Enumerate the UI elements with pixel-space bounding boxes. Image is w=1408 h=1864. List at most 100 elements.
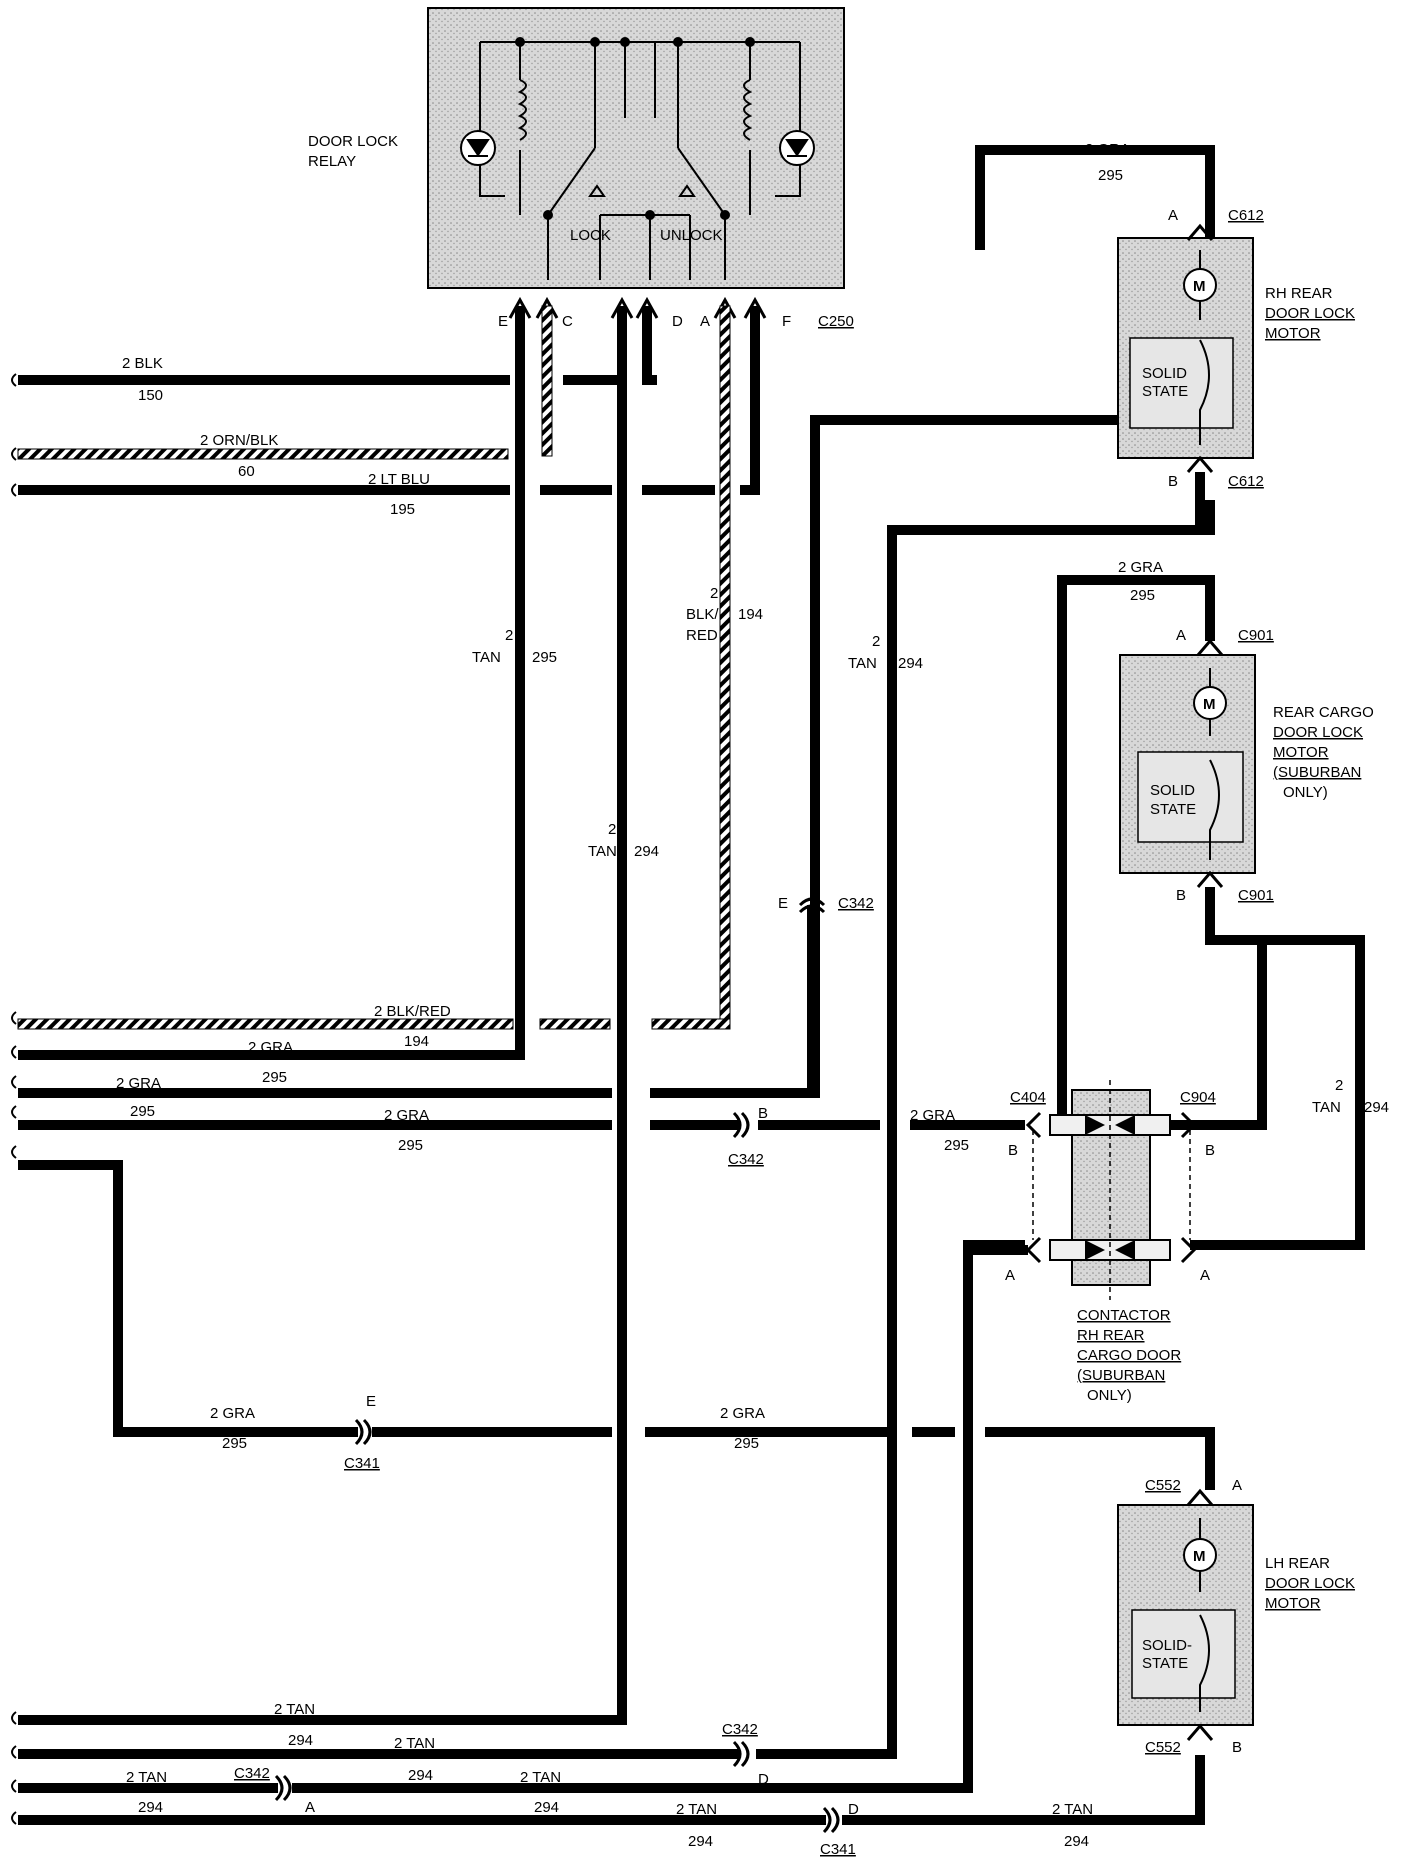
wire-tan-294-row2 — [18, 500, 1215, 1759]
contactor-title-5: ONLY) — [1087, 1387, 1132, 1404]
relay-contacts — [594, 42, 679, 148]
rear-cargo-connector-top: C901 — [1238, 627, 1274, 644]
contactor-left-a: A — [1005, 1267, 1015, 1284]
relay-switch-arms — [547, 147, 726, 216]
c342-e-pin: E — [778, 895, 788, 912]
rh-rear-title-3: MOTOR — [1265, 325, 1321, 342]
relay-box — [427, 7, 845, 289]
svg-text:294: 294 — [1064, 1833, 1089, 1850]
label-v-blk-red-194: 2 — [710, 585, 718, 602]
relay-pin-a: A — [700, 313, 710, 330]
svg-text:295: 295 — [734, 1435, 759, 1452]
label-tan-294-row4-mid: 2 TAN — [676, 1801, 717, 1818]
relay-coil-left — [517, 79, 527, 141]
svg-text:295: 295 — [130, 1103, 155, 1120]
c342-d-name: C342 — [722, 1721, 758, 1738]
relay-lock-label: LOCK — [570, 227, 611, 244]
c342-e-name: C342 — [838, 895, 874, 912]
rear-cargo-solid-label-1: SOLID — [1150, 782, 1195, 799]
label-cargo-top-gra: 2 GRA — [1118, 559, 1163, 576]
contactor-title-1: CONTACTOR — [1077, 1307, 1171, 1324]
lh-rear-connector-top: C552 — [1145, 1477, 1181, 1494]
rh-rear-title-1: RH REAR — [1265, 285, 1333, 302]
relay-pin-d: D — [672, 313, 683, 330]
rh-rear-connector-top: C612 — [1228, 207, 1264, 224]
wire-gra-295-row2 — [18, 145, 1215, 1098]
connector-c341-d-icon — [822, 1806, 840, 1834]
label-h-gra-295-1: 2 GRA — [248, 1039, 293, 1056]
label-orn-blk-60: 2 ORN/BLK — [200, 432, 278, 449]
svg-text:195: 195 — [390, 501, 415, 518]
relay-title-2: RELAY — [308, 153, 356, 170]
svg-text:295: 295 — [1098, 167, 1123, 184]
contactor-right-connector: C904 — [1180, 1089, 1216, 1106]
c341-e-name: C341 — [344, 1455, 380, 1472]
svg-text:294: 294 — [898, 655, 923, 672]
c341-d-name: C341 — [820, 1841, 856, 1858]
rh-rear-solid-label-2: STATE — [1142, 383, 1188, 400]
contactor-title-4: (SUBURBAN — [1077, 1367, 1165, 1384]
svg-text:295: 295 — [1130, 587, 1155, 604]
lh-rear-solid-label-1: SOLID- — [1142, 1637, 1192, 1654]
label-v-tan-294-b: 2 — [872, 633, 880, 650]
contactor-title-3: CARGO DOOR — [1077, 1347, 1181, 1364]
svg-text:295: 295 — [532, 649, 557, 666]
svg-text:194: 194 — [738, 606, 763, 623]
rear-cargo-solid-label-2: STATE — [1150, 801, 1196, 818]
rh-rear-pin-b: B — [1168, 473, 1178, 490]
label-tan-294-row3-mid: 2 TAN — [520, 1769, 561, 1786]
c342-a-pin: A — [305, 1799, 315, 1816]
lh-rear-door-lock-motor: M SOLID- STATE LH REAR DOOR LOCK MOTOR C… — [1117, 1477, 1355, 1756]
wire-gra-295-lower — [372, 1427, 1215, 1490]
svg-text:TAN: TAN — [1312, 1099, 1341, 1116]
svg-text:294: 294 — [688, 1833, 713, 1850]
label-tan-294-row3-left: 2 TAN — [126, 1769, 167, 1786]
contactor-left-b: B — [1008, 1142, 1018, 1159]
wire-orn-blk-vertical — [541, 305, 553, 457]
label-v-tan-294-a: 2 — [608, 821, 616, 838]
rear-cargo-connector-bottom: C901 — [1238, 887, 1274, 904]
svg-text:TAN: TAN — [588, 843, 617, 860]
inline-connectors — [274, 897, 840, 1834]
wire-tan-294-row4 — [18, 1755, 1205, 1825]
rh-rear-door-lock-motor: M SOLID STATE RH REAR DOOR LOCK MOTOR A … — [1117, 207, 1355, 490]
label-tan-294-row4-right: 2 TAN — [1052, 1801, 1093, 1818]
svg-text:M: M — [1193, 1548, 1206, 1565]
svg-text:TAN: TAN — [848, 655, 877, 672]
lh-rear-solid-label-2: STATE — [1142, 1655, 1188, 1672]
label-h-gra-295-contactor: 2 GRA — [910, 1107, 955, 1124]
connector-labels: E C342 B C342 E C341 C342 D C342 A D C34… — [234, 895, 874, 1858]
svg-text:295: 295 — [398, 1137, 423, 1154]
relay-unlock-label: UNLOCK — [660, 227, 723, 244]
svg-text:194: 194 — [404, 1033, 429, 1050]
label-h-gra-295-lower-left: 2 GRA — [210, 1405, 255, 1422]
relay-arrows — [588, 184, 696, 197]
svg-text:294: 294 — [138, 1799, 163, 1816]
relay-pin-f: F — [782, 313, 791, 330]
c341-d-pin: D — [848, 1801, 859, 1818]
wire-origin-ticks — [11, 373, 17, 1825]
rear-cargo-title-3: MOTOR — [1273, 744, 1329, 761]
rh-rear-pin-a: A — [1168, 207, 1178, 224]
svg-text:RED: RED — [686, 627, 718, 644]
svg-text:M: M — [1193, 278, 1206, 295]
svg-text:150: 150 — [138, 387, 163, 404]
label-lt-blu-195: 2 LT BLU — [368, 471, 430, 488]
connector-c342-d-icon — [732, 1740, 750, 1768]
contactor-rh-rear-cargo-door: C404 C904 B A B A CONTACTOR RH REAR CARG… — [1005, 1080, 1216, 1404]
svg-text:60: 60 — [238, 463, 255, 480]
wire-labels: 2 BLK 150 2 ORN/BLK 60 2 LT BLU 195 2 TA… — [116, 141, 1389, 1850]
rear-cargo-title-4: (SUBURBAN — [1273, 764, 1361, 781]
c342-b-pin: B — [758, 1105, 768, 1122]
connector-c342-e-icon — [798, 897, 826, 914]
svg-text:TAN: TAN — [472, 649, 501, 666]
lh-rear-connector-bottom: C552 — [1145, 1739, 1181, 1756]
label-h-gra-295-2: 2 GRA — [116, 1075, 161, 1092]
svg-text:M: M — [1203, 696, 1216, 713]
relay-connector-chevrons — [508, 296, 767, 319]
connector-c342-a-icon — [274, 1774, 292, 1802]
relay-coil-right — [743, 79, 753, 141]
lh-rear-pin-b: B — [1232, 1739, 1242, 1756]
rear-cargo-pin-b: B — [1176, 887, 1186, 904]
contactor-right-b: B — [1205, 1142, 1215, 1159]
